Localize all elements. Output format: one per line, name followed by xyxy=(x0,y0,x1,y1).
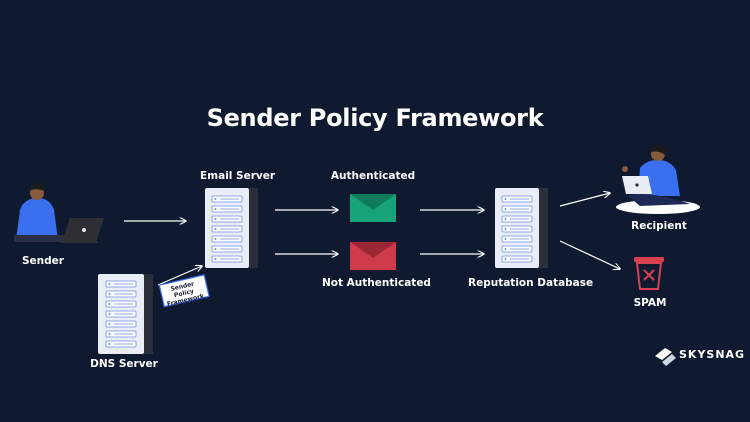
spam-bin-icon xyxy=(634,257,664,290)
dns-server-label: DNS Server xyxy=(90,358,158,370)
reputation-database-icon xyxy=(495,188,548,268)
arrow-reputation-to-spam xyxy=(559,240,620,269)
skysnag-logo-icon xyxy=(655,348,676,366)
authenticated-envelope-icon xyxy=(350,194,396,222)
recipient-label: Recipient xyxy=(631,220,687,232)
sender-person-icon xyxy=(14,182,104,243)
recipient-person-icon xyxy=(616,144,700,214)
email-server-label: Email Server xyxy=(200,170,276,182)
authenticated-label: Authenticated xyxy=(330,170,416,182)
email-server-icon xyxy=(205,188,258,268)
spf-tag-card xyxy=(158,274,210,308)
not-authenticated-label: Not Authenticated xyxy=(322,277,431,289)
reputation-database-label: Reputation Database xyxy=(468,277,594,289)
brand-name: SKYSNAG xyxy=(679,348,746,361)
diagram-title: Sender Policy Framework xyxy=(206,104,544,132)
not-authenticated-envelope-icon xyxy=(350,242,396,270)
spam-label: SPAM xyxy=(633,297,667,309)
dns-server-icon xyxy=(98,274,153,354)
arrow-reputation-to-recipient xyxy=(559,193,610,207)
arrow-dns-to-email-server xyxy=(157,266,202,286)
sender-label: Sender xyxy=(22,255,64,267)
